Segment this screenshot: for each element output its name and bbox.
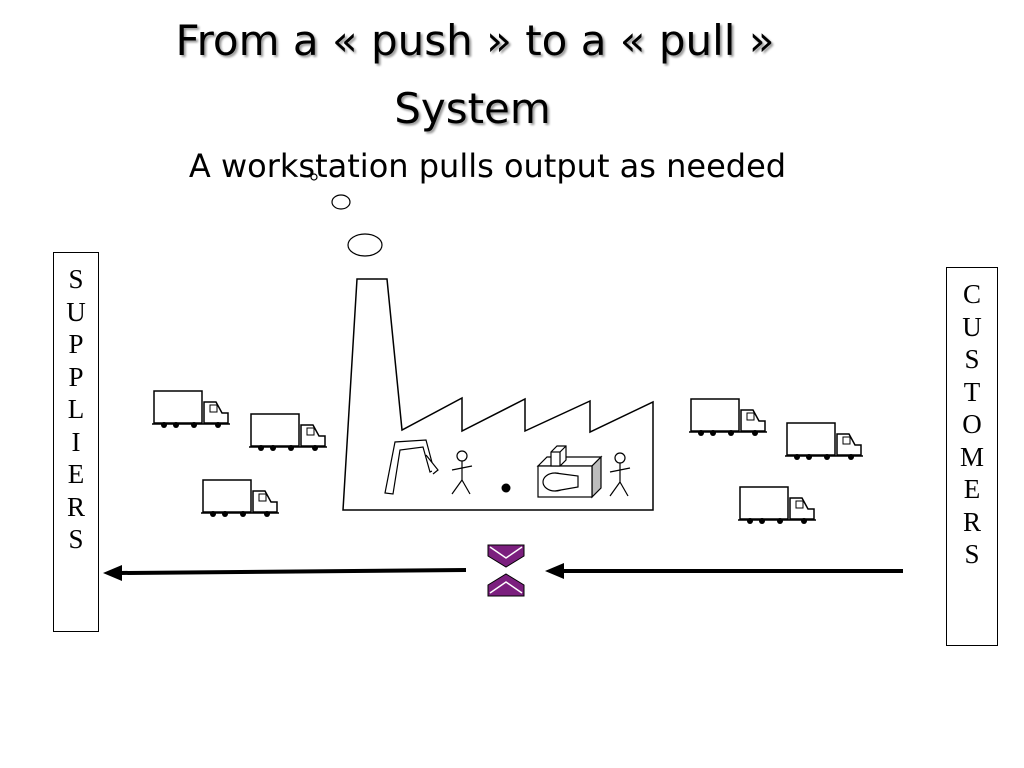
customers-letter: R xyxy=(962,506,981,537)
kanban-chevron-icon xyxy=(487,544,525,597)
suppliers-letter: S xyxy=(68,524,84,554)
customers-letter: E xyxy=(963,474,981,504)
suppliers-letter: S xyxy=(68,264,84,294)
robot-arm-icon xyxy=(384,439,439,495)
truck-icon xyxy=(784,422,864,461)
thought-bubble-icon xyxy=(310,173,318,181)
customers-letter: U xyxy=(962,311,982,342)
suppliers-letter: I xyxy=(71,426,81,457)
thought-bubble-icon xyxy=(347,233,383,257)
slide-title-line2: System xyxy=(394,84,551,133)
factory-icon xyxy=(342,278,654,511)
customers-letter: S xyxy=(964,539,980,569)
suppliers-letter: P xyxy=(68,361,84,392)
arrow-left-icon xyxy=(103,565,467,581)
slide-title-line1: From a « push » to a « pull » xyxy=(175,16,775,65)
customers-letter: M xyxy=(959,441,984,472)
machine-icon xyxy=(536,445,603,499)
arrow-left-icon xyxy=(545,563,903,579)
truck-icon xyxy=(737,486,817,525)
suppliers-letter: L xyxy=(67,394,85,424)
truck-icon xyxy=(688,398,768,437)
customers-letter: C xyxy=(962,279,981,309)
suppliers-letter: P xyxy=(68,329,84,359)
truck-icon xyxy=(248,413,328,452)
truck-icon xyxy=(151,390,231,429)
suppliers-letter: U xyxy=(66,296,86,327)
suppliers-letter: R xyxy=(66,491,85,522)
suppliers-box: S U P P L I E R S xyxy=(53,252,99,632)
workstation-dot xyxy=(501,483,511,493)
slide-subtitle: A workstation pulls output as needed xyxy=(188,147,787,185)
customers-letter: T xyxy=(963,376,981,407)
customers-letter: O xyxy=(962,409,982,439)
truck-icon xyxy=(200,479,280,518)
suppliers-letter: E xyxy=(67,459,85,489)
customers-letter: S xyxy=(964,344,980,374)
customers-box: C U S T O M E R S xyxy=(946,267,998,646)
thought-bubble-icon xyxy=(331,194,351,210)
